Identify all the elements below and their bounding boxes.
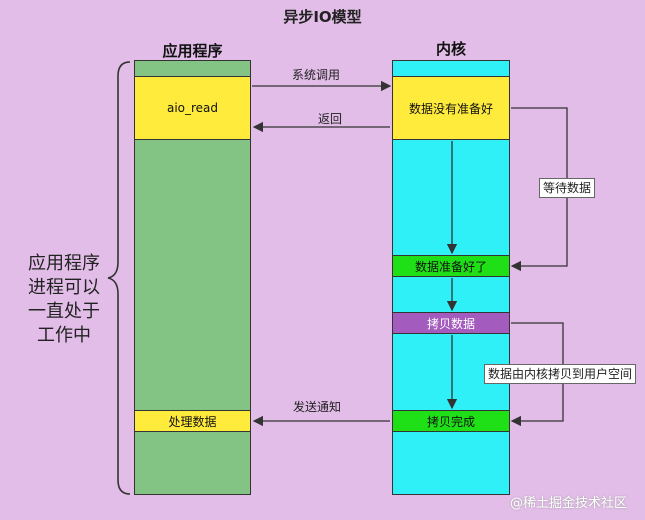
- copy-done-box: 拷贝完成: [392, 410, 510, 432]
- side-note-line: 进程可以: [28, 277, 100, 298]
- data-ready-box: 数据准备好了: [392, 255, 510, 277]
- return-label: 返回: [318, 112, 343, 126]
- side-note-line: 工作中: [37, 325, 91, 346]
- side-note-line: 一直处于: [28, 301, 100, 322]
- kernel-column-heading: 内核: [435, 40, 466, 58]
- watermark: @稀土掘金技术社区: [510, 496, 628, 511]
- side-brace: [107, 61, 131, 495]
- side-note-line: 应用程序: [28, 253, 100, 274]
- side-note: 应用程序 进程可以 一直处于 工作中: [22, 252, 106, 348]
- notify-label: 发送通知: [293, 400, 342, 414]
- syscall-label: 系统调用: [292, 68, 341, 82]
- app-column-heading: 应用程序: [162, 42, 223, 60]
- process-data-box: 处理数据: [134, 410, 251, 432]
- copy-data-box: 拷贝数据: [392, 312, 510, 334]
- wait-data-label: 等待数据: [539, 178, 596, 198]
- diagram-title: 异步IO模型: [283, 8, 362, 26]
- data-not-ready-box: 数据没有准备好: [392, 76, 510, 140]
- copy-path-label: 数据由内核拷贝到用户空间: [484, 364, 637, 384]
- aio-read-box: aio_read: [134, 76, 251, 140]
